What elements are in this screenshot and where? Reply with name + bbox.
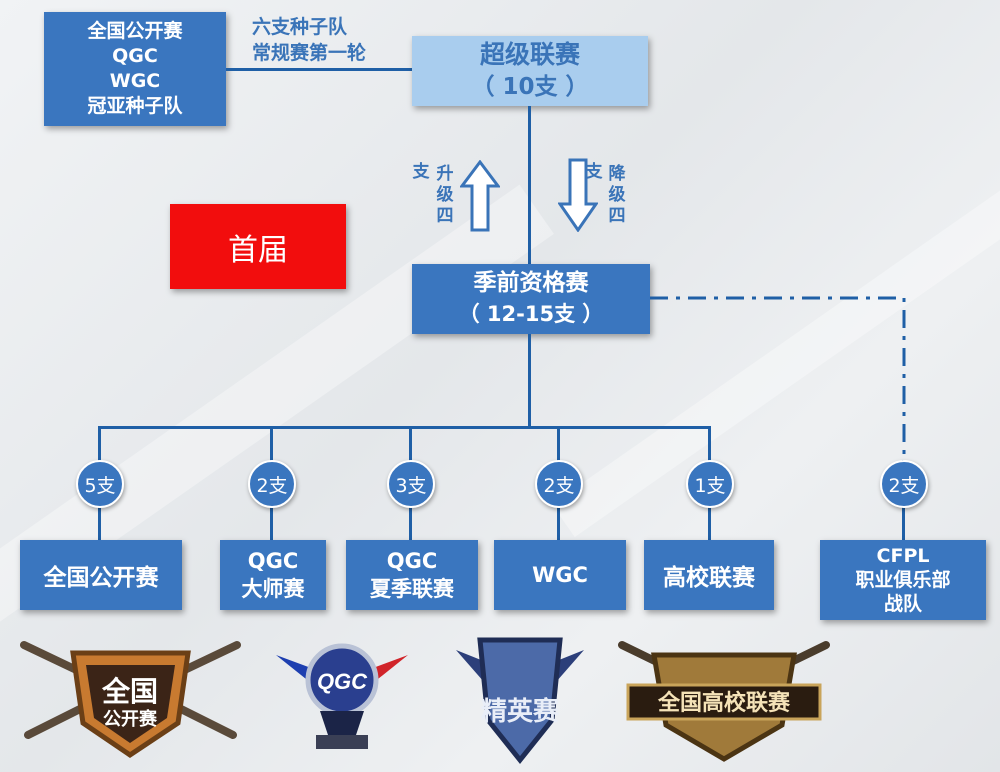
national-open-logo: 全国 公开赛 xyxy=(20,641,241,759)
qualifier-count-badge: 5支 xyxy=(76,460,124,508)
seed-note-line1: 六支种子队 xyxy=(252,16,348,38)
promote-label-col2: 升级四 xyxy=(436,164,454,226)
seed-source-box: 全国公开赛 QGC WGC 冠亚种子队 xyxy=(44,12,226,126)
qualifier-box-qgc-summer: QGC 夏季联赛 xyxy=(346,540,478,610)
promote-label-col1: 支 xyxy=(412,162,430,182)
distribution-line xyxy=(98,426,711,429)
preseason-name: 季前资格赛 xyxy=(473,270,589,296)
qualifier-count-badge: 3支 xyxy=(387,460,435,508)
college-league-logo: 全国高校联赛 xyxy=(618,641,830,762)
preseason-count: （ 12-15支 ） xyxy=(458,302,604,326)
relegate-arrow-icon xyxy=(558,158,598,232)
logo-text: 全国高校联赛 xyxy=(657,690,791,715)
logo-text: 全国 xyxy=(101,675,158,707)
promote-arrow-icon xyxy=(460,160,500,232)
seed-note-line2: 常规赛第一轮 xyxy=(252,42,367,64)
seed-source-line: 全国公开赛 xyxy=(87,20,183,42)
qualifier-line: 大师赛 xyxy=(241,577,305,601)
qualifier-box-cfpl: CFPL 职业俱乐部 战队 xyxy=(820,540,986,620)
first-edition-label: 首届 xyxy=(228,232,288,268)
qualifier-line: 高校联赛 xyxy=(663,565,755,591)
qualifier-line: 夏季联赛 xyxy=(370,577,454,601)
preseason-box: 季前资格赛 （ 12-15支 ） xyxy=(412,264,650,334)
qualifier-count-badge: 2支 xyxy=(880,460,928,508)
relegate-label-col2: 降级四 xyxy=(608,164,626,226)
seed-note: 六支种子队 常规赛第一轮 xyxy=(252,14,366,66)
qualifier-line: 战队 xyxy=(883,593,922,615)
qualifier-line: QGC xyxy=(247,549,299,573)
qualifier-line: WGC xyxy=(532,563,588,587)
seed-source-line: 冠亚种子队 xyxy=(87,95,183,117)
qualifier-box-wgc: WGC xyxy=(494,540,626,610)
cfpl-dashed-connector xyxy=(650,296,906,456)
super-league-box: 超级联赛 （ 10支 ） xyxy=(412,36,648,106)
seed-connector-line xyxy=(226,68,412,71)
qualifier-box-college: 高校联赛 xyxy=(644,540,774,610)
qualifier-count-badge: 2支 xyxy=(535,460,583,508)
main-vertical-line xyxy=(528,106,531,264)
qualifier-box-qgc-masters: QGC 大师赛 xyxy=(220,540,326,610)
logo-text: QGC xyxy=(317,669,368,694)
qualifier-count-badge: 2支 xyxy=(248,460,296,508)
super-league-name: 超级联赛 xyxy=(479,40,580,69)
qualifier-box-national-open: 全国公开赛 xyxy=(20,540,182,610)
qualifier-line: 职业俱乐部 xyxy=(855,569,951,591)
super-league-count: （ 10支 ） xyxy=(471,74,589,100)
seed-source-line: WGC xyxy=(109,70,161,92)
qgc-logo: QGC xyxy=(276,643,408,749)
qualifier-count-badge: 1支 xyxy=(686,460,734,508)
qualifier-line: CFPL xyxy=(876,545,930,567)
qualifier-line: 全国公开赛 xyxy=(43,565,159,591)
first-edition-box: 首届 xyxy=(170,204,346,289)
seed-source-line: QGC xyxy=(112,45,158,67)
wgc-elite-logo: 精英赛 xyxy=(456,637,584,765)
qualifier-line: QGC xyxy=(386,549,438,573)
preseason-down-line xyxy=(528,334,531,428)
logo-text: 精英赛 xyxy=(481,696,560,726)
logo-text: 公开赛 xyxy=(103,708,158,729)
relegate-label-col1: 支 xyxy=(585,162,603,182)
